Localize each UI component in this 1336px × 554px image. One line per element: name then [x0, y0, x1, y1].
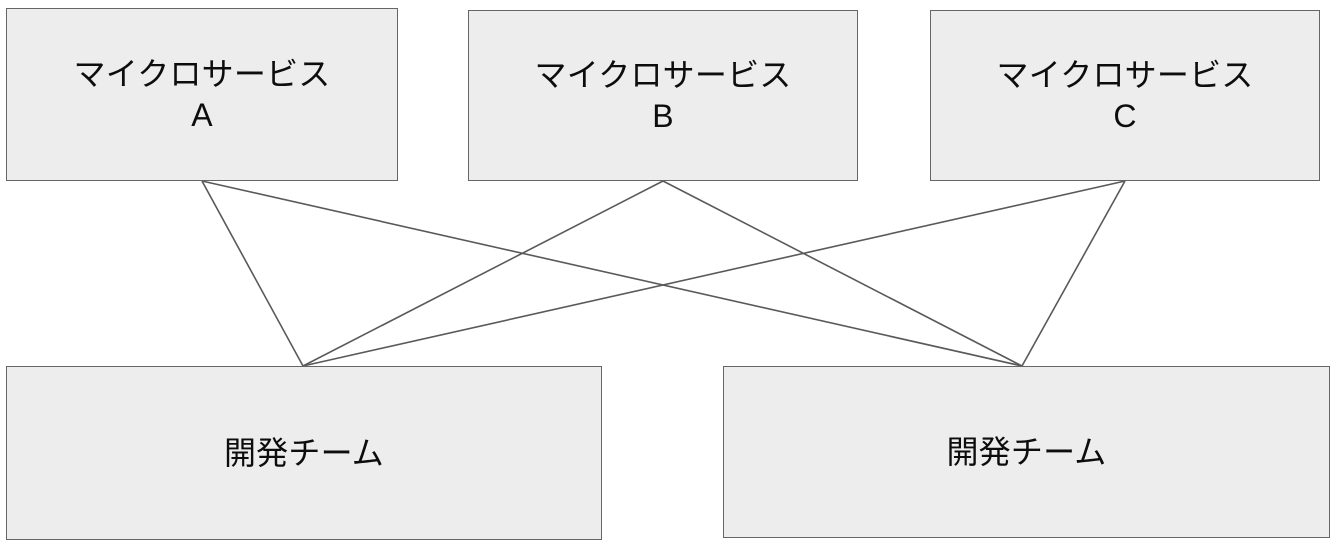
node-microservice-b-label: マイクロサービス B: [534, 56, 792, 134]
edge-service-b-to-team-left: [302, 180, 664, 367]
node-microservice-c[interactable]: マイクロサービス C: [930, 10, 1320, 181]
node-dev-team-left[interactable]: 開発チーム: [6, 366, 602, 540]
node-microservice-b[interactable]: マイクロサービス B: [468, 10, 858, 181]
node-dev-team-right[interactable]: 開発チーム: [723, 366, 1330, 538]
edge-service-a-to-team-left: [201, 180, 304, 367]
node-microservice-c-label: マイクロサービス C: [996, 56, 1254, 134]
edge-service-b-to-team-right: [662, 180, 1023, 367]
edge-service-a-to-team-right: [201, 180, 1023, 367]
node-microservice-a-label: マイクロサービス A: [73, 55, 331, 133]
edge-service-c-to-team-right: [1021, 180, 1126, 367]
node-dev-team-left-label: 開発チーム: [223, 434, 385, 471]
edge-service-c-to-team-left: [302, 180, 1126, 367]
node-microservice-a[interactable]: マイクロサービス A: [6, 8, 398, 181]
node-dev-team-right-label: 開発チーム: [946, 433, 1107, 470]
